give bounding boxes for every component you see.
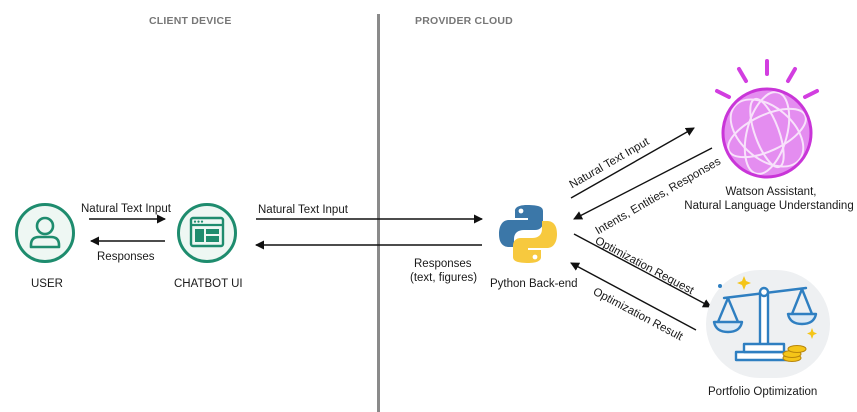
arrow-watson-to-backend	[573, 147, 713, 220]
chatbot-node	[177, 203, 237, 263]
watson-globe-icon	[715, 59, 819, 179]
arrow-optim-to-backend	[570, 262, 697, 331]
arrow-backend-to-watson	[570, 127, 695, 199]
cloud-divider	[377, 14, 380, 412]
label-user-to-chatbot: Natural Text Input	[81, 203, 171, 215]
provider-cloud-header: PROVIDER CLOUD	[415, 15, 513, 27]
label-backend-to-chatbot-line2: (text, figures)	[410, 272, 478, 284]
label-chatbot-to-user: Responses	[97, 251, 155, 263]
backend-label: Python Back-end	[490, 278, 578, 290]
client-device-header: CLIENT DEVICE	[149, 15, 232, 27]
label-backend-to-chatbot-line1: Responses	[414, 258, 472, 270]
person-icon	[29, 216, 61, 249]
arrow-backend-to-optim	[573, 233, 712, 308]
watson-label-line2: Natural Language Understanding	[684, 200, 854, 212]
browser-window-icon	[189, 216, 225, 248]
watson-label-line1: Watson Assistant,	[725, 186, 817, 198]
label-chatbot-to-backend: Natural Text Input	[258, 204, 348, 216]
user-label: USER	[31, 278, 63, 290]
balance-scale-icon	[712, 276, 818, 362]
portfolio-label: Portfolio Optimization	[708, 386, 818, 398]
chatbot-label: CHATBOT UI	[174, 278, 243, 290]
user-node	[15, 203, 75, 263]
python-logo-icon	[499, 205, 557, 263]
